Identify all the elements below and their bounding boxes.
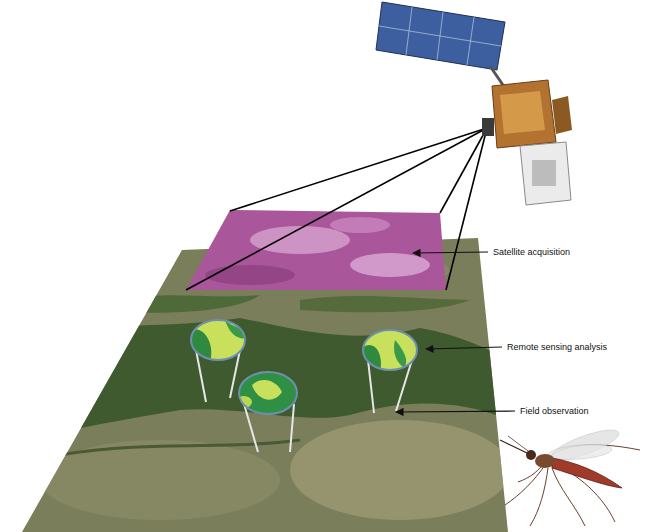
- disc-rim: [191, 320, 245, 360]
- analysis-disc: [236, 372, 297, 414]
- panel-grid: [379, 7, 501, 65]
- image-patch: [205, 265, 295, 285]
- instrument-module: [520, 142, 571, 205]
- panel-gridline: [379, 26, 501, 46]
- image-patch: [330, 217, 390, 233]
- disc-ground: [239, 372, 297, 414]
- mosquito-thorax: [535, 454, 555, 468]
- image-texture: [205, 217, 430, 285]
- ground-texture: [20, 250, 510, 520]
- disc-rim: [363, 330, 417, 370]
- satellite: [376, 2, 572, 205]
- callout-label: Remote sensing analysis: [506, 341, 608, 353]
- view-line: [186, 128, 487, 290]
- leader-arrow: [413, 252, 488, 253]
- disc-classes: [362, 340, 406, 372]
- analysis-discs: [190, 320, 417, 414]
- cone-line: [368, 360, 374, 413]
- analysis-disc: [190, 320, 248, 362]
- view-line: [440, 128, 487, 213]
- leader-arrow: [426, 347, 502, 349]
- forest-patch: [300, 296, 470, 312]
- disc-rim: [239, 372, 297, 414]
- cone-line: [290, 404, 294, 452]
- mosquito-abdomen: [552, 458, 622, 488]
- forest-patch: [120, 295, 260, 313]
- open-land: [290, 420, 510, 520]
- callout-label: Satellite acquisition: [492, 246, 571, 258]
- class-patch: [252, 380, 282, 400]
- callout-label: Field observation: [519, 405, 590, 417]
- satellite-body: [492, 80, 556, 148]
- view-line: [446, 128, 487, 290]
- leader-arrows: [396, 252, 515, 412]
- class-patch: [394, 340, 406, 368]
- side-module: [552, 96, 572, 134]
- sensor: [482, 118, 494, 136]
- mosquito-leg: [505, 465, 545, 505]
- leader-arrow: [396, 411, 515, 412]
- mosquito-head: [526, 450, 536, 460]
- analysis-disc: [362, 330, 417, 372]
- solar-panel: [376, 2, 505, 70]
- river-vegetation: [60, 440, 300, 455]
- image-footprint: [186, 210, 446, 290]
- image-patch: [250, 226, 350, 254]
- instrument-detail: [532, 160, 556, 186]
- forest-band: [20, 318, 510, 440]
- disc-classes: [190, 320, 248, 362]
- mosquito-leg: [530, 468, 548, 526]
- mosquito-proboscis: [500, 440, 527, 453]
- mosquito: [500, 424, 640, 526]
- foil-panel: [500, 91, 545, 134]
- satellite-image: [186, 210, 446, 290]
- mosquito-antenna: [508, 436, 528, 451]
- image-patch: [350, 253, 430, 277]
- view-lines: [186, 128, 487, 290]
